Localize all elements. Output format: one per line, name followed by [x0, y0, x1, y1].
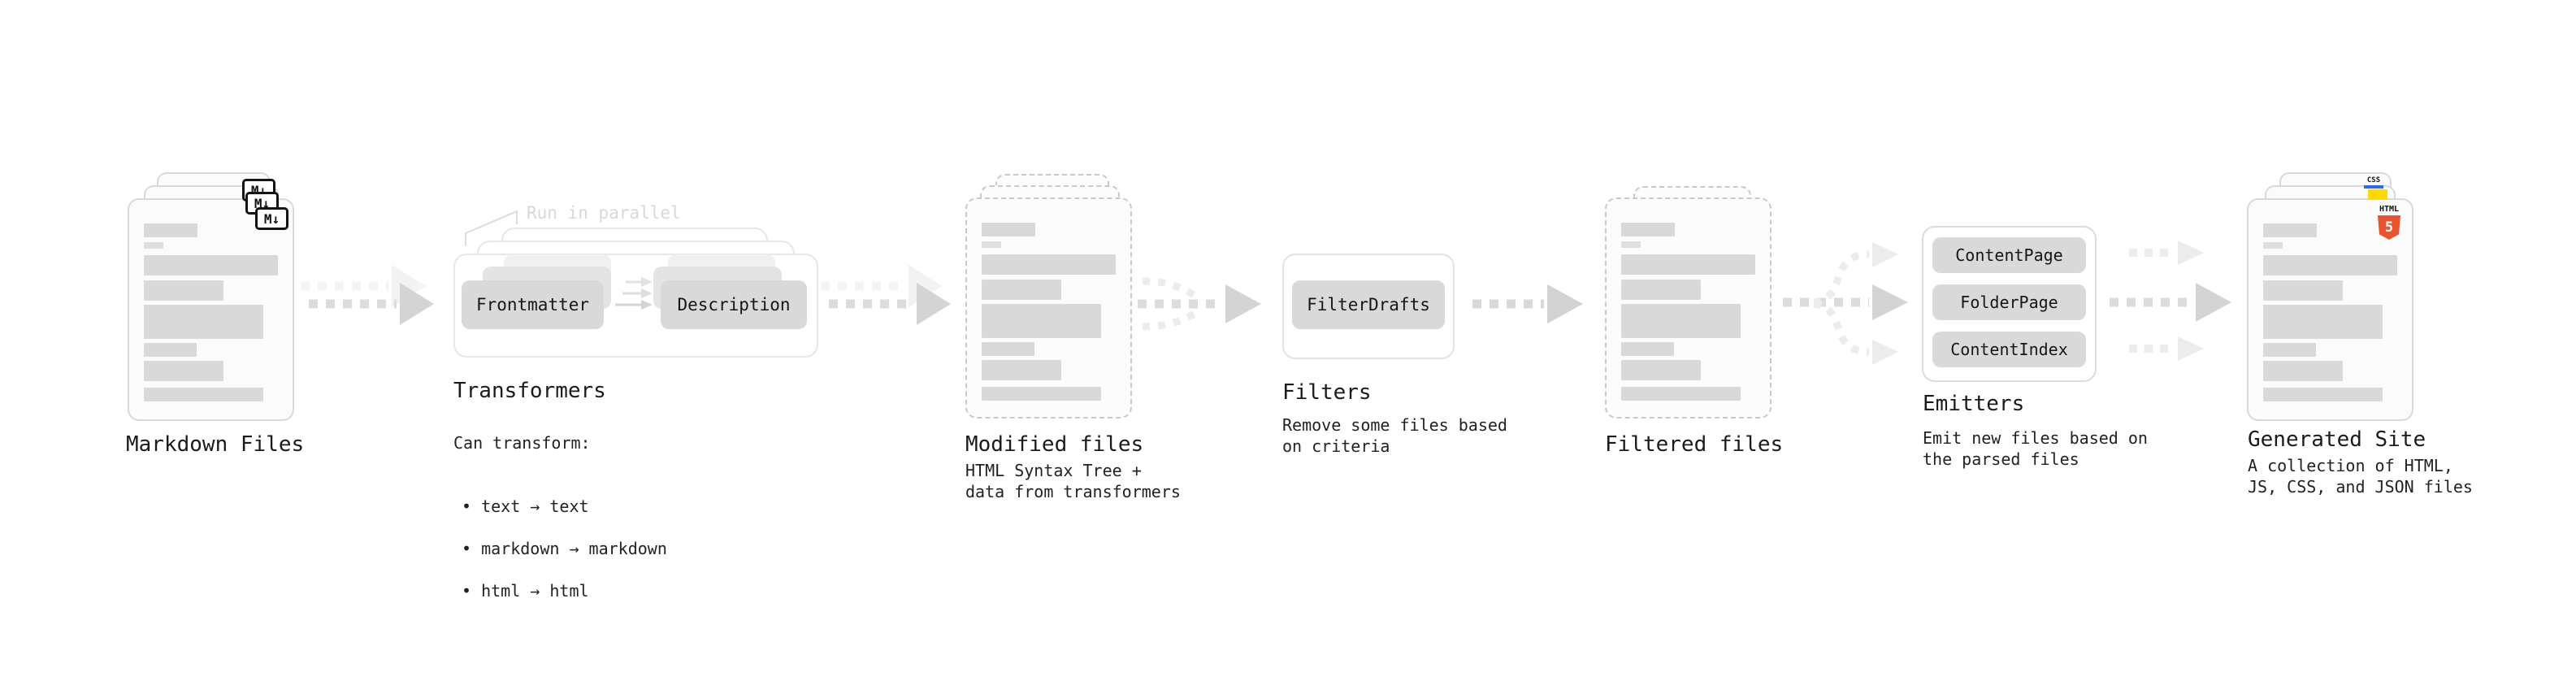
stage-label-markdown: Markdown Files [126, 432, 305, 457]
placeholder-bar [144, 223, 197, 237]
placeholder-text-bars [2263, 223, 2401, 406]
file-card-modified [965, 197, 1132, 419]
arrow-filters-to-filtered [1472, 284, 1583, 323]
placeholder-bar [144, 361, 223, 381]
placeholder-bar [982, 223, 1035, 236]
placeholder-bar [2263, 242, 2283, 249]
filter-pill-filterdrafts: FilterDrafts [1292, 280, 1445, 329]
stage-desc-emitters: Emit new files based on the parsed files [1923, 428, 2148, 469]
placeholder-text-bars [982, 223, 1120, 406]
bullet-item: • markdown → markdown [462, 539, 667, 558]
html5-icon-five: 5 [2384, 219, 2394, 236]
arrows-emitters-to-generated [2110, 241, 2231, 361]
placeholder-bar [144, 343, 197, 357]
js-icon [2368, 189, 2387, 200]
arrow-transformers-to-modified [821, 265, 951, 325]
placeholder-bar [1621, 387, 1741, 401]
placeholder-text-bars [1621, 223, 1759, 406]
placeholder-bar [144, 242, 163, 249]
placeholder-bar [982, 342, 1034, 356]
placeholder-bar [1621, 241, 1641, 248]
placeholder-bar [144, 280, 223, 301]
bullet-item: • html → html [462, 581, 589, 601]
css-icon-bar [2364, 185, 2383, 189]
stage-desc-filters: Remove some files based on criteria [1282, 415, 1507, 456]
placeholder-bar [2263, 255, 2397, 275]
placeholder-bar [144, 255, 278, 275]
placeholder-bar [982, 254, 1116, 275]
stage-label-transformers: Transformers [453, 379, 606, 403]
bullet-item: • text → text [462, 497, 589, 516]
transformer-pill-frontmatter: Frontmatter [462, 280, 604, 329]
stage-desc-modified: HTML Syntax Tree + data from transformer… [965, 461, 1181, 501]
markdown-icon: M↓ [255, 207, 288, 230]
placeholder-bar [144, 305, 263, 339]
file-card-markdown: M↓ [128, 198, 294, 421]
css-icon: CSS [2361, 176, 2386, 190]
file-card-filtered [1605, 197, 1772, 419]
desc-title: Can transform: [453, 433, 591, 453]
file-card-generated: HTML 5 [2247, 198, 2413, 421]
emitter-pill-contentpage: ContentPage [1932, 237, 2086, 273]
placeholder-bar [2263, 388, 2383, 401]
stage-desc-transformers: Can transform: • text → text • markdown … [453, 411, 667, 644]
stage-label-emitters: Emitters [1923, 392, 2025, 416]
placeholder-bar [982, 304, 1101, 338]
html5-icon: HTML 5 [2374, 205, 2404, 240]
transform-bullets: • text → text • markdown → markdown • ht… [453, 475, 667, 622]
stage-label-filters: Filters [1282, 380, 1372, 405]
placeholder-bar [982, 241, 1001, 248]
stage-desc-generated: A collection of HTML, JS, CSS, and JSON … [2248, 456, 2473, 497]
html5-icon-word: HTML [2379, 205, 2400, 214]
emitter-pill-folderpage: FolderPage [1932, 284, 2086, 320]
placeholder-bar [2263, 361, 2343, 381]
run-in-parallel-note: Run in parallel [527, 203, 681, 223]
placeholder-bar [144, 388, 263, 401]
stage-label-modified: Modified files [965, 432, 1144, 457]
placeholder-bar [2263, 305, 2383, 339]
emitter-pill-contentindex: ContentIndex [1932, 332, 2086, 367]
placeholder-bar [1621, 254, 1755, 275]
arrow-filtered-to-emitters-split [1783, 242, 1908, 365]
placeholder-bar [982, 280, 1061, 300]
placeholder-bar [1621, 360, 1701, 380]
placeholder-bar [2263, 343, 2316, 357]
arrow-markdown-to-transformers [301, 265, 434, 325]
placeholder-bar [2263, 223, 2317, 237]
placeholder-bar [1621, 342, 1674, 356]
placeholder-bar [1621, 280, 1701, 300]
stage-label-filtered: Filtered files [1605, 432, 1784, 457]
stage-label-generated: Generated Site [2248, 427, 2426, 452]
placeholder-bar [1621, 304, 1741, 338]
transformer-pill-description: Description [661, 280, 807, 329]
placeholder-bar [2263, 280, 2343, 301]
css-icon-text: CSS [2366, 176, 2381, 184]
placeholder-bar [982, 387, 1101, 401]
arrow-modified-to-filters-merge [1138, 277, 1261, 331]
placeholder-text-bars [144, 223, 282, 406]
placeholder-bar [1621, 223, 1675, 236]
placeholder-bar [982, 360, 1061, 380]
